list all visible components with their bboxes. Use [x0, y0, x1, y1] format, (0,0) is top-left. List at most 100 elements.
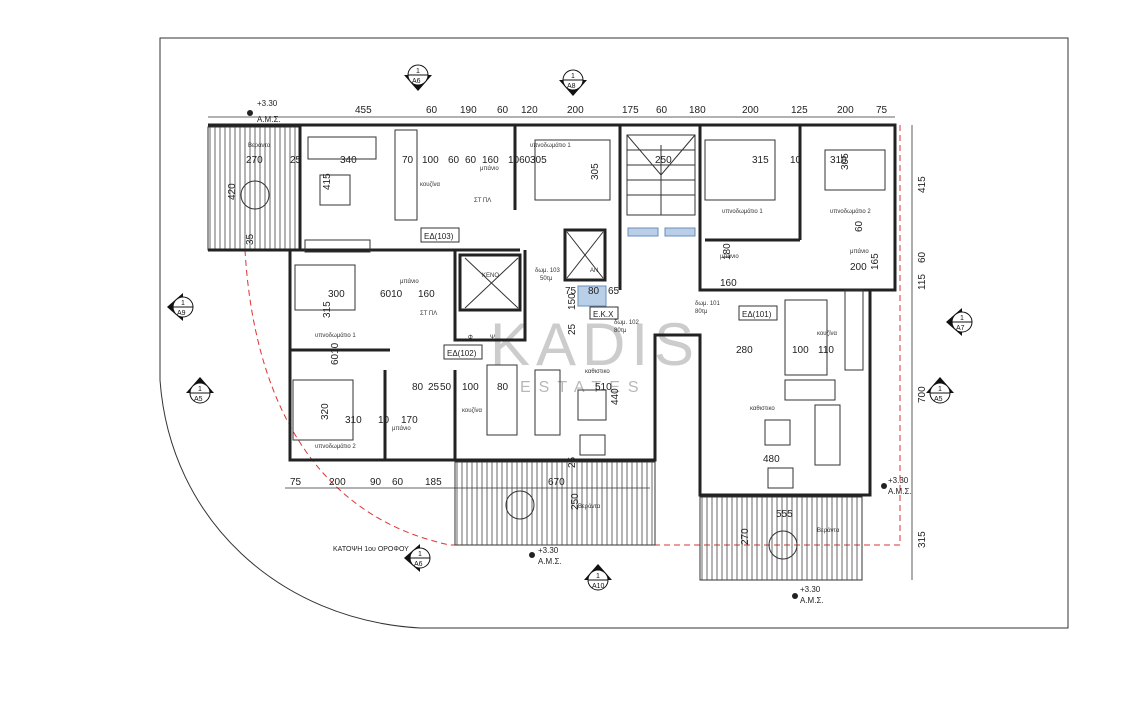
- plan-label: 110: [818, 345, 834, 356]
- plan-label: κουζίνα: [420, 182, 441, 188]
- plan-label: 150: [567, 293, 578, 310]
- watermark-brand: KADIS: [490, 311, 700, 378]
- plan-label: 120: [521, 105, 538, 116]
- plan-label: 315: [752, 155, 769, 166]
- plan-label: 455: [355, 105, 372, 116]
- plan-label: 1: [571, 73, 575, 80]
- plan-label: 1: [938, 386, 942, 393]
- plan-label: 90: [370, 477, 382, 488]
- plan-label: μπάνιο: [720, 253, 739, 260]
- plan-label: 1: [960, 315, 964, 322]
- watermark-sub: ESTATES: [520, 379, 647, 396]
- walls: [208, 123, 897, 497]
- plan-label: 175: [622, 105, 639, 116]
- plan-label: 60: [465, 155, 477, 166]
- plot-boundary: [159, 37, 1069, 629]
- plan-label: Βεράντα: [248, 142, 271, 149]
- plan-label: κουζίνα: [817, 331, 838, 337]
- unit-label-101: ΕΔ(101): [742, 310, 772, 319]
- plan-label: 50τμ: [540, 276, 553, 282]
- plan-label: μπάνιο: [400, 278, 419, 285]
- plan-label: 270: [246, 155, 263, 166]
- dining-table-icons: [240, 180, 798, 560]
- plan-label: 35: [245, 233, 256, 245]
- plan-label: 305: [530, 155, 547, 166]
- unit-label-103: ΕΔ(103): [424, 232, 454, 241]
- plan-label: 100: [792, 345, 809, 356]
- plan-label: Α.Μ.Σ.: [538, 557, 562, 566]
- plan-label: 1060: [508, 155, 531, 166]
- plan-label: 100: [422, 155, 439, 166]
- plan-label: δωμ. 102: [614, 320, 639, 326]
- plan-label: 420: [227, 183, 238, 200]
- plan-label: A9: [177, 310, 186, 317]
- plan-label: Φ: [468, 335, 473, 341]
- plan-label: 75: [565, 286, 577, 297]
- plan-label: 1: [596, 573, 600, 580]
- watermark-logo: KADIS ESTATES: [490, 311, 700, 396]
- plan-label: +3.30: [257, 99, 278, 108]
- section-marker: 1A7: [946, 308, 973, 336]
- plan-label: 280: [736, 345, 753, 356]
- plan-title: ΚΑΤΟΨΗ 1ου ΟΡΟΦΟΥ: [333, 546, 409, 553]
- plan-label: 70: [402, 155, 414, 166]
- furniture: [292, 129, 886, 489]
- plan-label: 160: [482, 155, 499, 166]
- plan-label: 60: [448, 155, 460, 166]
- plan-label: 25: [428, 382, 440, 393]
- plan-label: υπνοδωμάτιο 2: [830, 208, 871, 215]
- plan-label: 60: [656, 105, 668, 116]
- plan-label: 415: [917, 176, 928, 193]
- plan-label: 6010: [380, 289, 403, 300]
- plan-label: 315: [917, 531, 928, 548]
- plan-label: 115: [917, 274, 928, 290]
- plan-label: 170: [401, 415, 418, 426]
- plan-label: 6010: [330, 342, 341, 365]
- plan-label: Ψ: [490, 335, 495, 341]
- plan-label: δωμ. 101: [695, 301, 720, 307]
- plan-label: +3.30: [888, 476, 909, 485]
- plan-label: 670: [548, 477, 565, 488]
- plan-label: 10: [378, 415, 390, 426]
- plan-label: μπάνιο: [850, 248, 869, 255]
- core-label: Ε.Κ.Χ: [593, 310, 614, 319]
- plan-label: 60: [497, 105, 509, 116]
- plan-label: 25: [567, 456, 578, 468]
- plan-label: 310: [830, 155, 847, 166]
- plan-label: 50: [440, 382, 452, 393]
- plan-label: 60: [392, 477, 404, 488]
- unit-label-102: ΕΔ(102): [447, 349, 477, 358]
- plan-label: 165: [870, 253, 881, 270]
- plan-label: υπνοδωμάτιο 1: [530, 142, 571, 149]
- stair-light: [627, 227, 659, 237]
- plan-label: 250: [570, 493, 581, 510]
- plan-label: 315: [322, 301, 333, 318]
- plan-label: Α.Μ.Σ.: [800, 596, 824, 605]
- plan-label: 270: [740, 528, 751, 545]
- unit-labels: ΕΔ(103) ΕΔ(102) ΕΔ(101) Ε.Κ.Χ: [420, 227, 778, 360]
- section-marker: 1A5: [926, 377, 954, 404]
- plan-label: 310: [345, 415, 362, 426]
- plan-label: 80: [588, 286, 600, 297]
- balcony-102: [454, 461, 656, 546]
- plan-label: 1: [416, 68, 420, 75]
- plan-label: +3.30: [800, 585, 821, 594]
- plan-label: 700: [917, 386, 928, 403]
- plan-label: 340: [340, 155, 357, 166]
- plan-label: 305: [840, 153, 851, 170]
- plan-label: 200: [837, 105, 854, 116]
- stair-light: [664, 227, 696, 237]
- plan-label: A8: [567, 83, 576, 90]
- plan-label: μπάνιο: [480, 165, 499, 172]
- void-label: ΚΕΝΟ: [482, 273, 499, 279]
- plan-label: 320: [320, 403, 331, 420]
- plan-label: 80: [497, 382, 509, 393]
- plan-label: 60: [917, 251, 928, 263]
- plan-label: 200: [329, 477, 346, 488]
- plan-label: 180: [689, 105, 706, 116]
